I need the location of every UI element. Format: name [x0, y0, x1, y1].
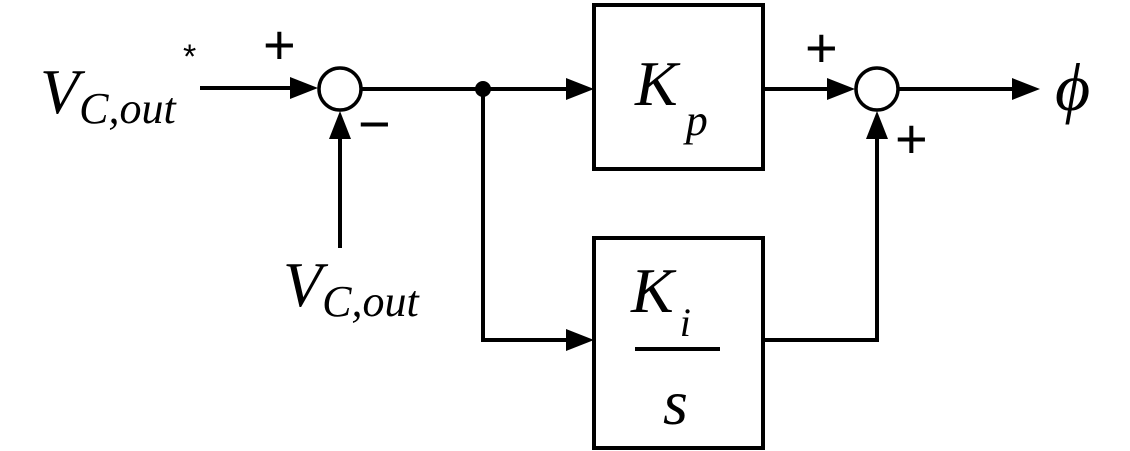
output-label: ϕ	[1055, 49, 1090, 125]
prop-input-arrowhead	[566, 78, 594, 100]
int-output-wire	[763, 132, 879, 342]
prop-gain-label: Kp	[634, 48, 708, 145]
feedback-label-main: V	[283, 249, 329, 320]
feedback-arrowhead	[329, 111, 351, 139]
input-label-sub: C,out	[79, 84, 177, 133]
int-gain-sub: i	[680, 300, 691, 345]
input-label: VC,out	[40, 56, 177, 133]
int-input-arrowhead	[566, 329, 594, 351]
prop-gain-sub: p	[683, 96, 708, 145]
feedback-label: VC,out	[283, 249, 420, 326]
int-output-arrowhead	[866, 111, 888, 139]
integral-block	[592, 236, 765, 450]
branch-wire	[481, 89, 575, 342]
int-gain-main: K	[630, 255, 677, 326]
summing-junction-1	[317, 66, 363, 112]
output-arrowhead	[1012, 78, 1040, 100]
prop-gain-main: K	[634, 48, 681, 119]
proportional-block	[592, 3, 765, 171]
feedback-label-sub: C,out	[322, 277, 420, 326]
summer2-sign-top: +	[805, 16, 838, 79]
input-label-star: *	[183, 38, 196, 76]
summing-junction-2	[854, 66, 900, 112]
summer1-sign-reference: +	[263, 13, 296, 76]
summer2-sign-bottom: +	[895, 107, 928, 170]
int-denominator: s	[663, 367, 688, 438]
prop-output-arrowhead	[827, 78, 855, 100]
summer1-sign-feedback: −	[358, 92, 391, 155]
input-label-main: V	[40, 56, 86, 127]
input-arrowhead	[290, 77, 318, 99]
